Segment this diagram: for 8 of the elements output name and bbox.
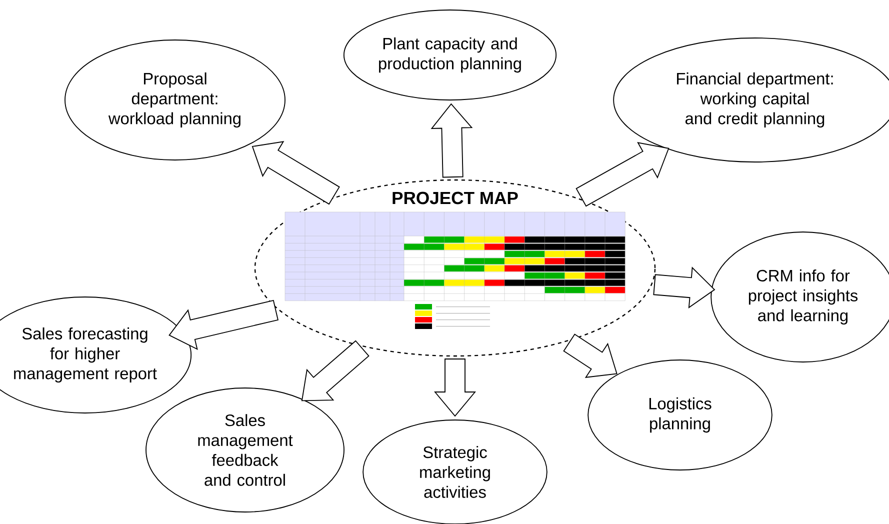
block-arrow xyxy=(563,334,618,378)
block-arrow xyxy=(252,141,340,205)
map-title: PROJECT MAP xyxy=(392,192,518,204)
block-arrow xyxy=(576,142,670,207)
block-arrow xyxy=(653,266,716,309)
block-arrow xyxy=(434,358,476,417)
block-arrow xyxy=(430,103,473,178)
block-arrow xyxy=(301,340,370,402)
